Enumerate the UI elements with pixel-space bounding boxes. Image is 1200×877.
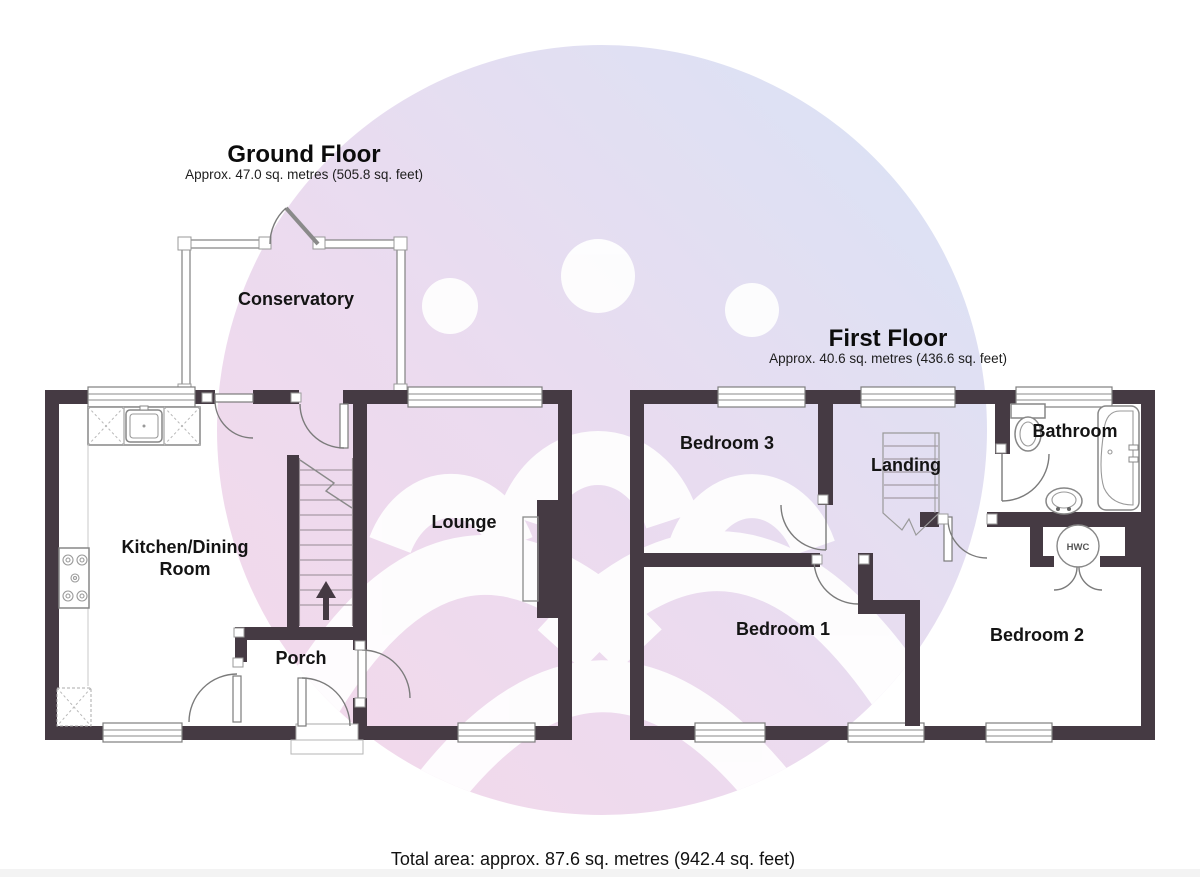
first-floor-title: First Floor [829, 325, 948, 352]
ff-landing-bed1-wall [858, 600, 920, 614]
room-label-kitchen: Kitchen/Dining [122, 537, 249, 557]
conservatory-to-hall-door [299, 403, 349, 449]
room-label-kitchen: Room [160, 559, 211, 579]
bathroom-window [1015, 386, 1113, 408]
ff-landing-bathroom-wall [995, 404, 1010, 454]
ground-floor-plan: Conservatory Kitchen/Dining Room Lounge … [45, 206, 572, 755]
bathroom-door [1001, 453, 1050, 502]
lounge-window-top [407, 386, 543, 408]
hwc-cupboard: HWC [1030, 524, 1141, 591]
ff-wall-top [803, 390, 863, 404]
watermark-swoosh-3 [409, 660, 796, 815]
gf-stairs-wall [287, 455, 299, 627]
toilet [1010, 403, 1046, 452]
gf-wall-bottom [533, 726, 572, 740]
bedroom1-window-right [847, 722, 925, 743]
bedroom3-door [780, 504, 827, 551]
ff-wall-bottom [1050, 726, 1155, 740]
room-label-bedroom3: Bedroom 3 [680, 433, 774, 453]
ff-wall-bottom [922, 726, 988, 740]
ff-windows [694, 386, 1113, 743]
landing-window [860, 386, 956, 408]
footer-strip [0, 869, 1200, 877]
kitchen-window-bottom [102, 722, 183, 743]
figure-body-left [369, 473, 533, 554]
gf-porch-wall [235, 640, 247, 662]
ff-wall-bottom [763, 726, 850, 740]
room-label-landing: Landing [871, 455, 941, 475]
figure-head-left [422, 278, 478, 334]
total-area-label: Total area: approx. 87.6 sq. metres (942… [391, 849, 795, 869]
ff-wall-top [630, 390, 720, 404]
ff-wall-left [630, 390, 644, 740]
ff-wall-right [1141, 390, 1155, 740]
ff-bathroom-bed2-wall [920, 512, 939, 527]
room-label-bedroom1: Bedroom 1 [736, 619, 830, 639]
sink [125, 405, 163, 443]
room-label-porch: Porch [275, 648, 326, 668]
kitchen-window-top [87, 386, 196, 408]
gf-wall-right [558, 390, 572, 740]
titles: Ground Floor Approx. 47.0 sq. metres (50… [185, 141, 1007, 366]
gf-wall-top [343, 390, 410, 404]
gf-hall-lounge-wall [353, 404, 367, 650]
conservatory-room [177, 206, 408, 397]
room-label-conservatory: Conservatory [238, 289, 354, 309]
porch-to-kitchen-door [188, 673, 242, 723]
bedroom2-window [985, 722, 1053, 743]
ff-landing-bed1-wall [858, 553, 873, 607]
figure-body-right [669, 474, 835, 556]
first-floor-area: Approx. 40.6 sq. metres (436.6 sq. feet) [769, 351, 1007, 366]
room-label-bathroom: Bathroom [1033, 421, 1118, 441]
gf-wall-top [45, 390, 90, 404]
staircase-landing [882, 432, 940, 537]
room-label-bedroom2: Bedroom 2 [990, 625, 1084, 645]
stove [58, 547, 90, 609]
bedroom1-window-left [694, 722, 766, 743]
staircase-ground [298, 458, 354, 626]
room-label-lounge: Lounge [432, 512, 497, 532]
bedroom3-window [717, 386, 806, 408]
stairs-up-arrow-icon [316, 581, 336, 620]
gf-wall-left [45, 390, 59, 740]
front-door [290, 677, 364, 755]
ff-bed3-bed1-wall [644, 553, 820, 567]
conservatory-door [269, 206, 320, 246]
conservatory-to-kitchen-door [214, 393, 254, 439]
stair-break-line [299, 459, 353, 509]
gf-windows [87, 386, 543, 743]
first-floor-plan: HWC [630, 386, 1155, 743]
hwc-label: HWC [1067, 542, 1090, 553]
figure-head-center [561, 239, 635, 313]
ff-bathroom-bed2-wall [987, 512, 1141, 527]
bathtub [1097, 405, 1140, 511]
lounge-window-bottom [457, 722, 536, 743]
gf-wall-top [253, 390, 299, 404]
corner-cabinet [56, 687, 92, 727]
ground-floor-area: Approx. 47.0 sq. metres (505.8 sq. feet) [185, 167, 423, 182]
figure-body-center [498, 431, 698, 530]
ground-floor-title: Ground Floor [227, 141, 380, 168]
bedroom1-door [813, 559, 859, 605]
ff-wall-top [1110, 390, 1155, 404]
hwc-cylinder [1056, 524, 1100, 568]
kitchen-counter [87, 405, 201, 686]
basin [1045, 487, 1083, 515]
gf-porch-wall [235, 627, 367, 640]
figure-head-right [725, 283, 779, 337]
gf-wall-bottom [45, 726, 105, 740]
gf-wall-top [540, 390, 572, 404]
ff-wall-bottom [630, 726, 697, 740]
ff-bed1-bed2-wall [905, 607, 920, 726]
gf-wall-bottom [355, 726, 460, 740]
fireplace [522, 500, 558, 618]
gf-wall-bottom [180, 726, 299, 740]
ff-bed3-landing-wall [818, 404, 833, 505]
ff-wall-top [953, 390, 1018, 404]
